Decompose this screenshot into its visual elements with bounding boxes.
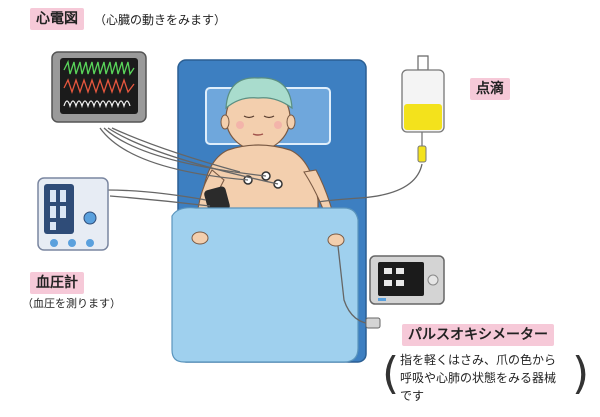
pulse-oximeter	[369, 255, 445, 305]
ecg-note: （心臓の動きをみます）	[94, 13, 227, 27]
close-paren: )	[572, 348, 590, 399]
finger-clip	[365, 317, 381, 329]
iv-label: 点滴	[470, 78, 510, 100]
pulse-oximeter-note-line-1: 指を軽くはさみ、爪の色から	[400, 353, 557, 367]
bp-label: 血圧計	[30, 272, 84, 294]
pulse-oximeter-note-line-2: 呼吸や心肺の状態をみる器械	[400, 371, 557, 385]
iv-fluid	[404, 104, 442, 130]
bp-cuff	[204, 186, 230, 214]
blanket	[171, 207, 359, 363]
ecg-label: 心電図	[30, 8, 84, 30]
iv-drip-chamber	[417, 145, 427, 163]
pulse-oximeter-note-line-3: です	[400, 389, 425, 403]
ecg-wave-green	[63, 59, 135, 76]
open-paren: (	[382, 348, 400, 399]
bp-machine	[37, 177, 109, 251]
iv-bag	[401, 55, 445, 163]
patient-right-hand	[327, 233, 345, 247]
patient-head	[220, 77, 296, 151]
bp-note: （血圧を測ります）	[22, 297, 121, 310]
ecg-monitor	[51, 51, 147, 123]
pulse-oximeter-label: パルスオキシメーター	[402, 324, 554, 346]
patient-left-hand	[191, 231, 209, 245]
ecg-wave-white	[63, 100, 131, 109]
ecg-wave-red	[63, 77, 135, 95]
